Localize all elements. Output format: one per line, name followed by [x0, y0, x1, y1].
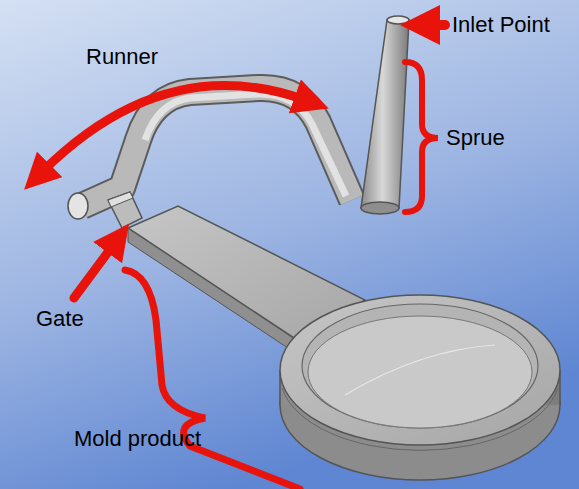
gate	[108, 192, 142, 228]
part-label: Gate	[36, 306, 84, 332]
part-label: Inlet Point	[452, 12, 550, 38]
part-label: Runner	[86, 44, 158, 70]
product-bracket	[125, 270, 300, 489]
gate-arrow	[74, 244, 114, 298]
runner	[68, 88, 352, 219]
part-label: Sprue	[446, 125, 505, 151]
part-label: Mold product	[74, 426, 201, 452]
runner-arrow	[42, 85, 305, 172]
sprue	[361, 16, 409, 214]
inlet-arrow	[428, 20, 445, 30]
callout-arrows	[42, 25, 445, 489]
sprue-bracket	[405, 62, 438, 212]
